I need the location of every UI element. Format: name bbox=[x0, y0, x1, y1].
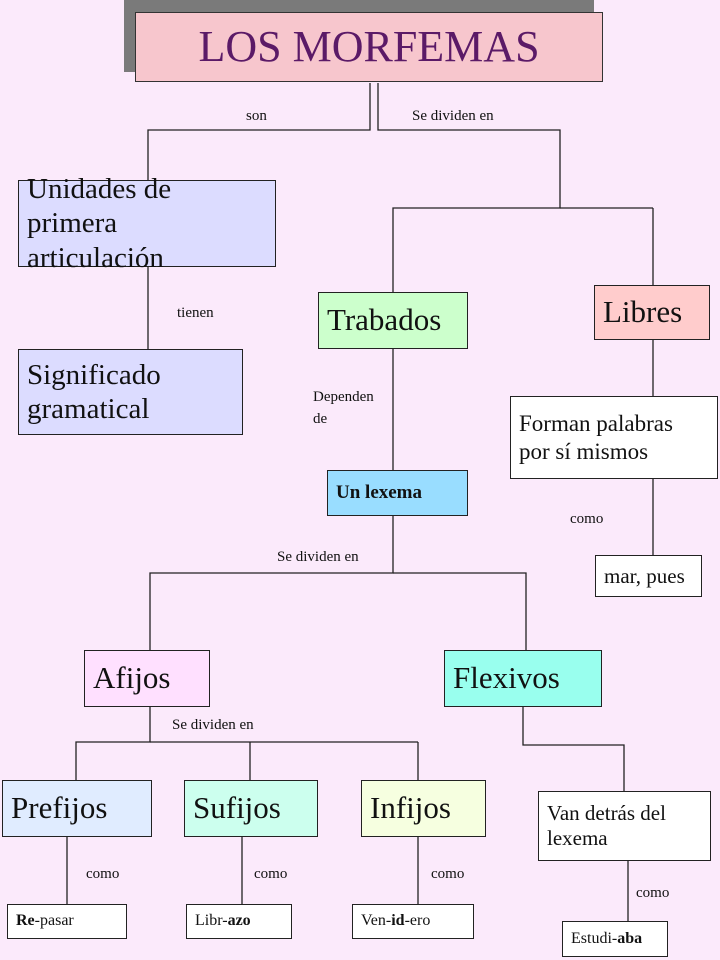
connector-lexema bbox=[149, 516, 394, 650]
example-prefijo: Re-pasar bbox=[7, 904, 127, 939]
label-dependen-line1: Dependen bbox=[313, 389, 374, 405]
node-forman: Forman palabras por sí mismos bbox=[510, 396, 718, 479]
example-sufijo-bold: azo bbox=[227, 912, 251, 930]
node-sufijos-text: Sufijos bbox=[193, 790, 281, 826]
example-infijo: Ven-id-ero bbox=[352, 904, 474, 939]
label-como-sufijos: como bbox=[254, 866, 288, 882]
node-forman-line2: por sí mismos bbox=[519, 438, 649, 464]
example-infijo-bold: id bbox=[391, 912, 405, 930]
node-van-line2: lexema bbox=[547, 826, 608, 850]
node-afijos: Afijos bbox=[84, 650, 210, 707]
label-se-dividen: Se dividen en bbox=[412, 108, 494, 124]
connector-van bbox=[522, 707, 625, 791]
node-prefijos: Prefijos bbox=[2, 780, 152, 837]
node-lexema: Un lexema bbox=[327, 470, 468, 516]
label-como-prefijos: como bbox=[86, 866, 120, 882]
connector-se-dividen bbox=[377, 83, 561, 292]
example-sufijo: Libr-azo bbox=[186, 904, 292, 939]
label-se-dividen-2: Se dividen en bbox=[277, 549, 359, 565]
node-trabados-text: Trabados bbox=[327, 302, 442, 338]
node-libres: Libres bbox=[594, 285, 710, 340]
example-flexivo-plain: Estudi- bbox=[571, 929, 618, 947]
node-van-detras: Van detrás del lexema bbox=[538, 791, 711, 861]
node-afijos-text: Afijos bbox=[93, 660, 171, 696]
node-lexema-text: Un lexema bbox=[336, 481, 423, 503]
page-title: LOS MORFEMAS bbox=[135, 12, 603, 82]
connector-son bbox=[147, 83, 371, 180]
page-title-text: LOS MORFEMAS bbox=[198, 22, 540, 72]
label-son: son bbox=[246, 108, 267, 124]
node-libres-text: Libres bbox=[603, 294, 683, 330]
label-tienen: tienen bbox=[177, 305, 214, 321]
node-significado-line1: Significado bbox=[27, 358, 161, 391]
node-forman-line1: Forman palabras bbox=[519, 411, 673, 437]
label-como-libres: como bbox=[570, 511, 604, 527]
node-mar-pues: mar, pues bbox=[595, 555, 702, 597]
example-flexivo-bold: aba bbox=[617, 929, 643, 947]
node-unidades: Unidades de primera articulación bbox=[18, 173, 276, 274]
example-prefijo-rest: -pasar bbox=[34, 912, 74, 930]
node-significado-line2: gramatical bbox=[27, 393, 150, 425]
label-dependen: Dependen de bbox=[313, 387, 374, 431]
example-flexivo: Estudi-aba bbox=[562, 921, 668, 957]
label-como-infijos: como bbox=[431, 866, 465, 882]
node-van-line1: Van detrás del bbox=[547, 801, 666, 826]
label-dependen-line2: de bbox=[313, 410, 328, 427]
connector-flexivos bbox=[393, 572, 527, 650]
node-flexivos: Flexivos bbox=[444, 650, 602, 707]
example-infijo-plain: Ven- bbox=[361, 912, 392, 930]
example-prefijo-bold: Re bbox=[16, 912, 35, 930]
label-se-dividen-3: Se dividen en bbox=[172, 717, 254, 733]
node-infijos: Infijos bbox=[361, 780, 486, 837]
node-significado: Significado gramatical bbox=[18, 349, 243, 435]
example-sufijo-plain: Libr- bbox=[195, 912, 228, 930]
node-infijos-text: Infijos bbox=[370, 790, 451, 826]
node-trabados: Trabados bbox=[318, 292, 468, 349]
connector-afijos bbox=[75, 707, 151, 780]
node-unidades-line2: articulación bbox=[27, 241, 164, 274]
label-como-flexivos: como bbox=[636, 885, 670, 901]
node-prefijos-text: Prefijos bbox=[11, 790, 108, 826]
node-flexivos-text: Flexivos bbox=[453, 660, 560, 696]
node-unidades-line1: Unidades de primera bbox=[27, 173, 172, 240]
node-mar-pues-text: mar, pues bbox=[604, 563, 685, 588]
node-sufijos: Sufijos bbox=[184, 780, 318, 837]
example-infijo-rest: -ero bbox=[404, 912, 431, 930]
